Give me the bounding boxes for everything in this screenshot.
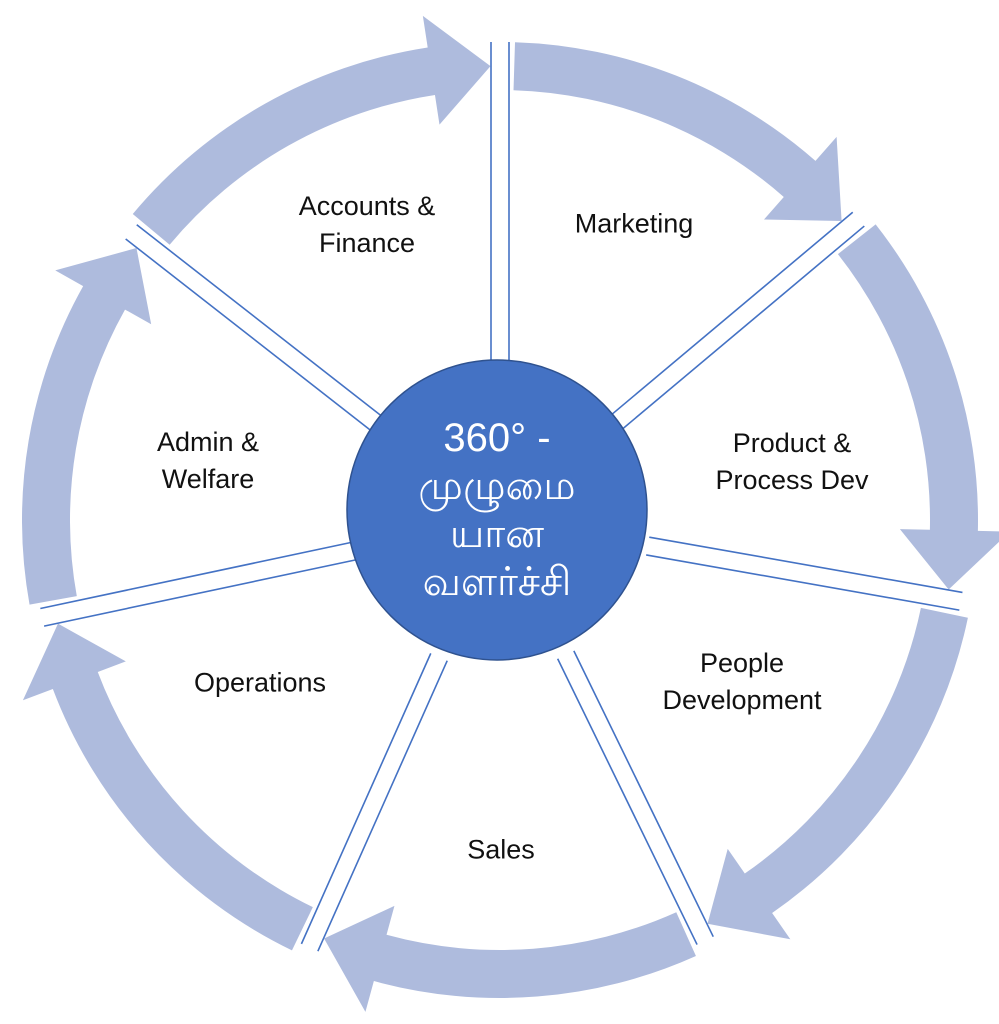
section-operations: Operations xyxy=(194,665,326,702)
section-label: Accounts & xyxy=(298,191,436,221)
center-title-line: வளர்ச்சி xyxy=(422,560,572,604)
section-sales: Sales xyxy=(467,832,535,869)
section-admin-welfare: Admin & Welfare xyxy=(157,424,259,498)
section-label: Welfare xyxy=(161,464,255,494)
section-divider xyxy=(40,541,352,610)
center-title-line: 360° - xyxy=(443,416,551,460)
section-divider xyxy=(317,660,448,952)
section-marketing: Marketing xyxy=(575,206,694,243)
cycle-arrow xyxy=(22,623,313,951)
section-divider xyxy=(43,559,356,627)
section-divider xyxy=(125,238,377,436)
cycle-arrow xyxy=(513,42,842,221)
section-divider xyxy=(620,225,865,432)
section-label: Development xyxy=(662,685,822,715)
section-label: Admin & xyxy=(156,427,260,457)
section-label: People xyxy=(699,648,785,678)
section-divider xyxy=(649,536,963,594)
center-circle xyxy=(346,359,648,661)
section-label: Product & xyxy=(732,428,852,458)
section-label: Operations xyxy=(193,667,327,698)
section-label: Process Dev xyxy=(715,465,869,495)
section-divider xyxy=(646,554,960,611)
section-product-process-dev: Product & Process Dev xyxy=(715,425,868,499)
section-divider xyxy=(556,658,698,945)
cycle-arrow xyxy=(837,224,999,590)
section-people-development: People Development xyxy=(662,645,821,719)
section-label: Sales xyxy=(467,834,535,865)
section-divider xyxy=(136,224,388,422)
section-divider xyxy=(300,653,432,945)
cycle-arrow xyxy=(707,607,968,940)
section-divider xyxy=(573,650,714,938)
section-accounts-finance: Accounts & Finance xyxy=(299,188,436,262)
section-label: Finance xyxy=(318,228,416,258)
section-divider xyxy=(608,211,854,418)
cycle-arrow xyxy=(22,248,152,605)
center-title-line: யான xyxy=(450,512,544,556)
center-title: 360° - முழுமை யான வளர்ச்சி xyxy=(418,414,575,606)
center-title-line: முழுமை xyxy=(418,464,576,508)
section-label: Marketing xyxy=(574,208,694,239)
cycle-arrow xyxy=(132,15,491,245)
cycle-arrow xyxy=(324,905,696,1012)
